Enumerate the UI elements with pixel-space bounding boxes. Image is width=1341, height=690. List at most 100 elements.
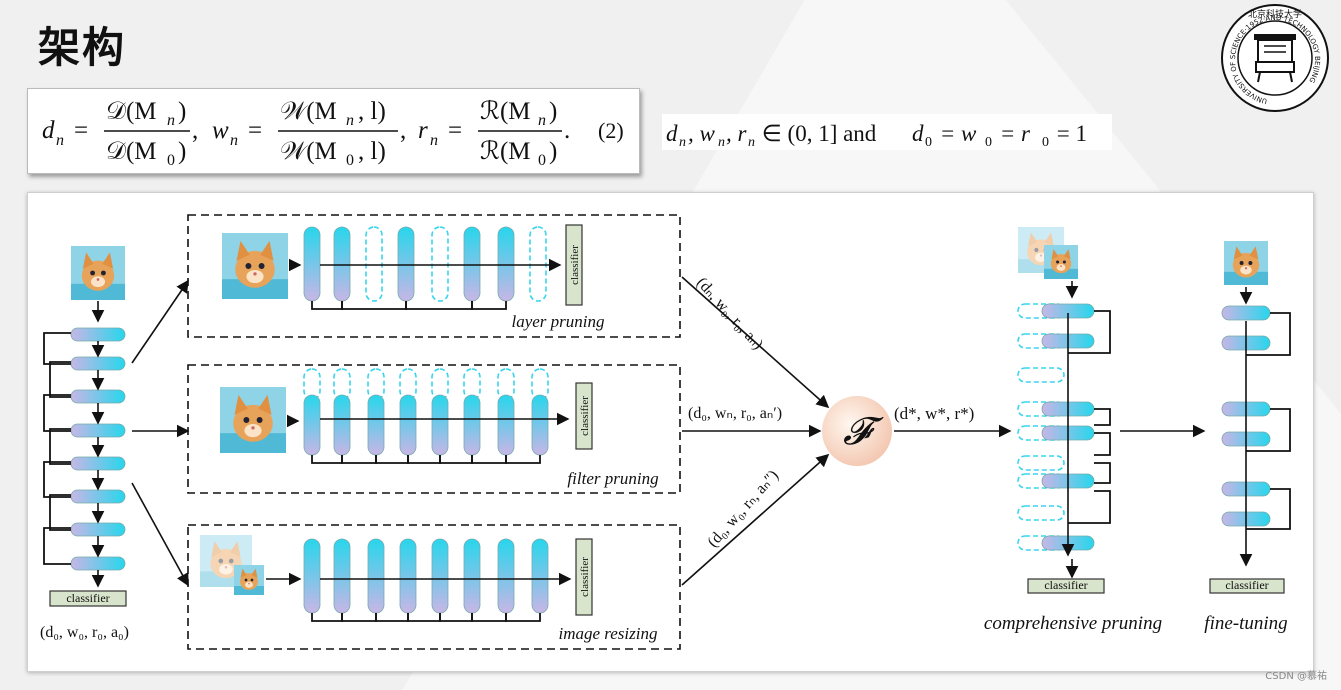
eq-W-num: 𝒲(M — [280, 98, 337, 125]
cond-sub-2: n — [718, 135, 725, 150]
image-resizing-skip — [311, 613, 343, 622]
input-kitten-image — [71, 246, 125, 300]
image-resizing-layer-4 — [431, 538, 449, 614]
combiner-node — [822, 396, 892, 466]
classifier-label: classifier — [569, 245, 581, 285]
filter-pruning-skip — [407, 455, 441, 464]
eq-D-num-sub: n — [167, 112, 175, 129]
watermark: CSDN @慕祐 — [1265, 671, 1327, 682]
left-layer-1 — [70, 356, 126, 371]
filter-pruning-skip — [311, 455, 343, 464]
filter-pruning-layer-2 — [367, 394, 385, 456]
comprehensive-skip — [1068, 310, 1111, 354]
image-resizing-layer-0 — [303, 538, 321, 614]
comprehensive-classifier — [1027, 578, 1105, 594]
image-resizing-skip — [439, 613, 473, 622]
filter-pruning-removed-1 — [333, 368, 351, 400]
left-layer-6 — [70, 522, 126, 537]
filter-pruning-removed-0 — [303, 368, 321, 400]
image-resizing-layer-1 — [333, 538, 351, 614]
image-resizing-layer-3 — [399, 538, 417, 614]
filter-pruning-removed-6 — [497, 368, 515, 400]
eq-r-sub: n — [430, 132, 438, 149]
arrow-to-resize-branch — [131, 482, 189, 587]
eq-D-num-close: ) — [178, 98, 186, 125]
left-layer-2 — [70, 389, 126, 404]
eq-d-lhs: d — [42, 117, 55, 144]
combiner-output-tuple: (d*, w*, r*) — [894, 404, 974, 423]
eq-W-num-end: , l) — [358, 98, 386, 125]
comprehensive-dashed-5 — [1017, 455, 1065, 471]
branch-label-image-resizing: image resizing — [558, 624, 657, 643]
left-skip-0 — [43, 332, 71, 365]
left-skip-2 — [43, 394, 71, 432]
eq-D-den-close: ) — [178, 138, 186, 165]
filter-pruning-skip — [505, 455, 541, 464]
filter-pruning-layer-0 — [303, 394, 321, 456]
cond-sub-1: n — [679, 135, 686, 150]
image-resizing-layer-7 — [531, 538, 549, 614]
cond-part8: = 1 — [1051, 121, 1087, 146]
eq-D-den-sub: 0 — [167, 152, 175, 169]
filter-pruning-removed-7 — [531, 368, 549, 400]
image-resizing-layer-5 — [463, 538, 481, 614]
layer-pruning-box — [187, 214, 681, 338]
eq-period: . — [564, 117, 570, 144]
left-layer-0 — [70, 327, 126, 342]
fine-tuning-label: fine-tuning — [1204, 613, 1287, 634]
left-layer-4 — [70, 456, 126, 471]
left-skip-3 — [49, 428, 71, 465]
left-skip-4 — [43, 461, 71, 498]
layer-pruning-layer-5 — [463, 226, 481, 302]
finetune-kitten-image — [1224, 241, 1268, 285]
layer-pruning-skip — [471, 301, 507, 310]
eq-W-den-sub: 0 — [346, 152, 354, 169]
comprehensive-skip — [1068, 490, 1111, 524]
cond-sub-3: n — [748, 135, 755, 150]
architecture-diagram: classifierclassifierclassifierclassifier… — [40, 214, 1291, 650]
eq-W-den: 𝒲(M — [280, 138, 337, 165]
layer-pruning-layer-0 — [303, 226, 321, 302]
image-resizing-classifier — [575, 538, 593, 616]
filter-pruning-removed-3 — [399, 368, 417, 400]
image-resizing-skip — [471, 613, 507, 622]
branch-tuple-resize: (d₀, w₀, rₙ, aₙ″) — [704, 467, 782, 551]
filter-pruning-layer-5 — [463, 394, 481, 456]
finetune-skip — [1246, 312, 1291, 356]
filter-pruning-skip — [341, 455, 377, 464]
classifier-label: classifier — [66, 591, 109, 605]
arrow-layer-to-combiner — [681, 276, 830, 409]
seal-top-text: 北京科技大学 — [1248, 8, 1302, 20]
filter-pruning-layer-7 — [531, 394, 549, 456]
image-resizing-skip — [407, 613, 441, 622]
finetune-layer-0 — [1221, 305, 1271, 321]
layer-pruning-skip — [405, 301, 473, 310]
finetune-skip — [1246, 488, 1291, 530]
left-layer-5 — [70, 489, 126, 504]
branch-label-layer-pruning: layer pruning — [511, 312, 604, 331]
layer-pruning-layer-2 — [365, 226, 383, 302]
filter-pruning-removed-4 — [431, 368, 449, 400]
eq-D-den: 𝒟(M — [106, 138, 157, 165]
filter-pruning-skip — [439, 455, 473, 464]
eq-D-num: 𝒟(M — [106, 98, 157, 125]
svg-text:=: = — [448, 117, 462, 144]
filter-pruning-layer-1 — [333, 394, 351, 456]
classifier-label: classifier — [1225, 578, 1268, 592]
comprehensive-pruning-label: comprehensive pruning — [984, 613, 1162, 634]
image-resizing-kitten-small — [234, 565, 264, 595]
left-layer-3 — [70, 423, 126, 438]
branch-tuple-filter: (d₀, wₙ, r₀, aₙ′) — [688, 405, 782, 422]
filter-pruning-layer-6 — [497, 394, 515, 456]
finetune-classifier — [1209, 578, 1285, 594]
cond-sub-5: 0 — [985, 135, 992, 150]
layer-pruning-classifier — [565, 224, 583, 306]
eq-R-num-close: ) — [549, 98, 557, 125]
cond-sub-6: 0 — [1042, 135, 1049, 150]
left-layer-7 — [70, 556, 126, 571]
comprehensive-kitten-small — [1044, 245, 1078, 279]
eq-R-den-sub: 0 — [538, 152, 546, 169]
image-resizing-skip — [505, 613, 541, 622]
eq-W-den-end: , l) — [358, 138, 386, 165]
